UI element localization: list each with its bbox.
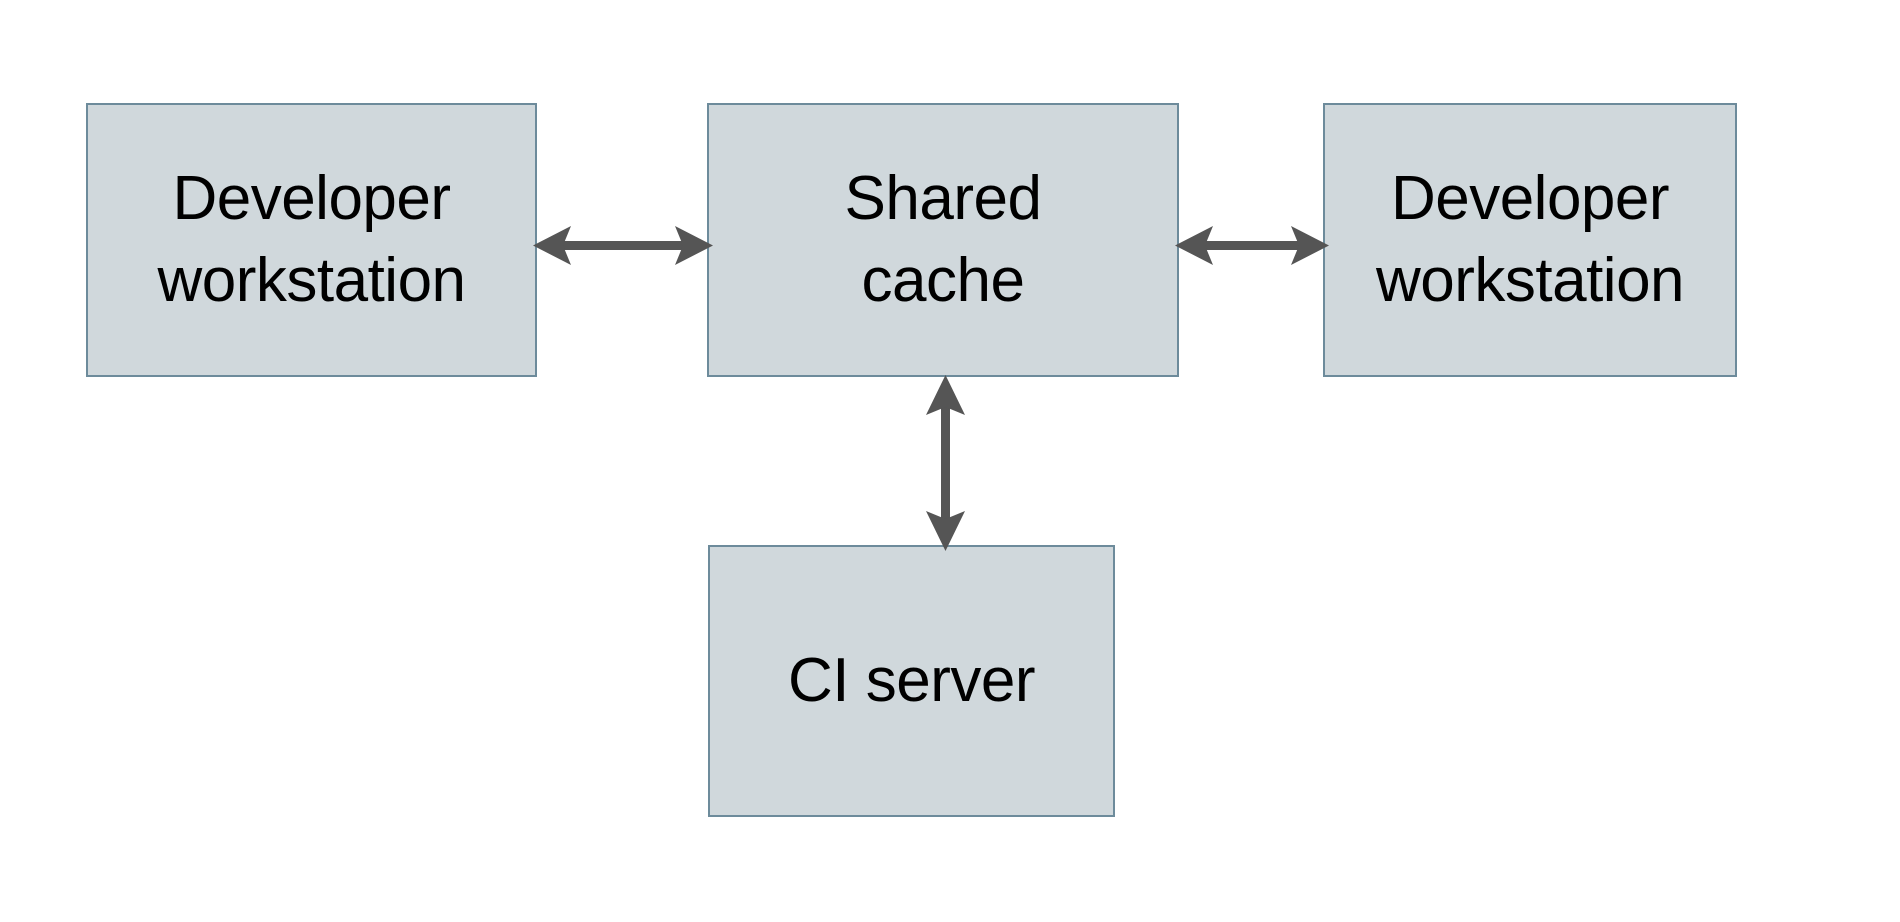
node-developer-workstation-right[interactable]: Developer workstation [1323, 103, 1737, 377]
connector-developer-left-to-shared-cache [533, 226, 713, 265]
node-label-ci-server: CI server [788, 646, 1035, 716]
node-shared-cache[interactable]: Shared cache [707, 103, 1179, 377]
node-ci-server[interactable]: CI server [708, 545, 1115, 817]
node-label-developer-workstation-left: Developer workstation [157, 164, 466, 315]
double-headed-arrow-icon [926, 375, 965, 551]
node-label-shared-cache: Shared cache [844, 164, 1042, 315]
connector-shared-cache-to-developer-right [1175, 226, 1329, 265]
connector-shared-cache-to-ci-server [926, 375, 965, 551]
double-headed-arrow-icon [1175, 226, 1329, 265]
node-label-developer-workstation-right: Developer workstation [1375, 164, 1685, 315]
node-developer-workstation-left[interactable]: Developer workstation [86, 103, 537, 377]
double-headed-arrow-icon [533, 226, 713, 265]
